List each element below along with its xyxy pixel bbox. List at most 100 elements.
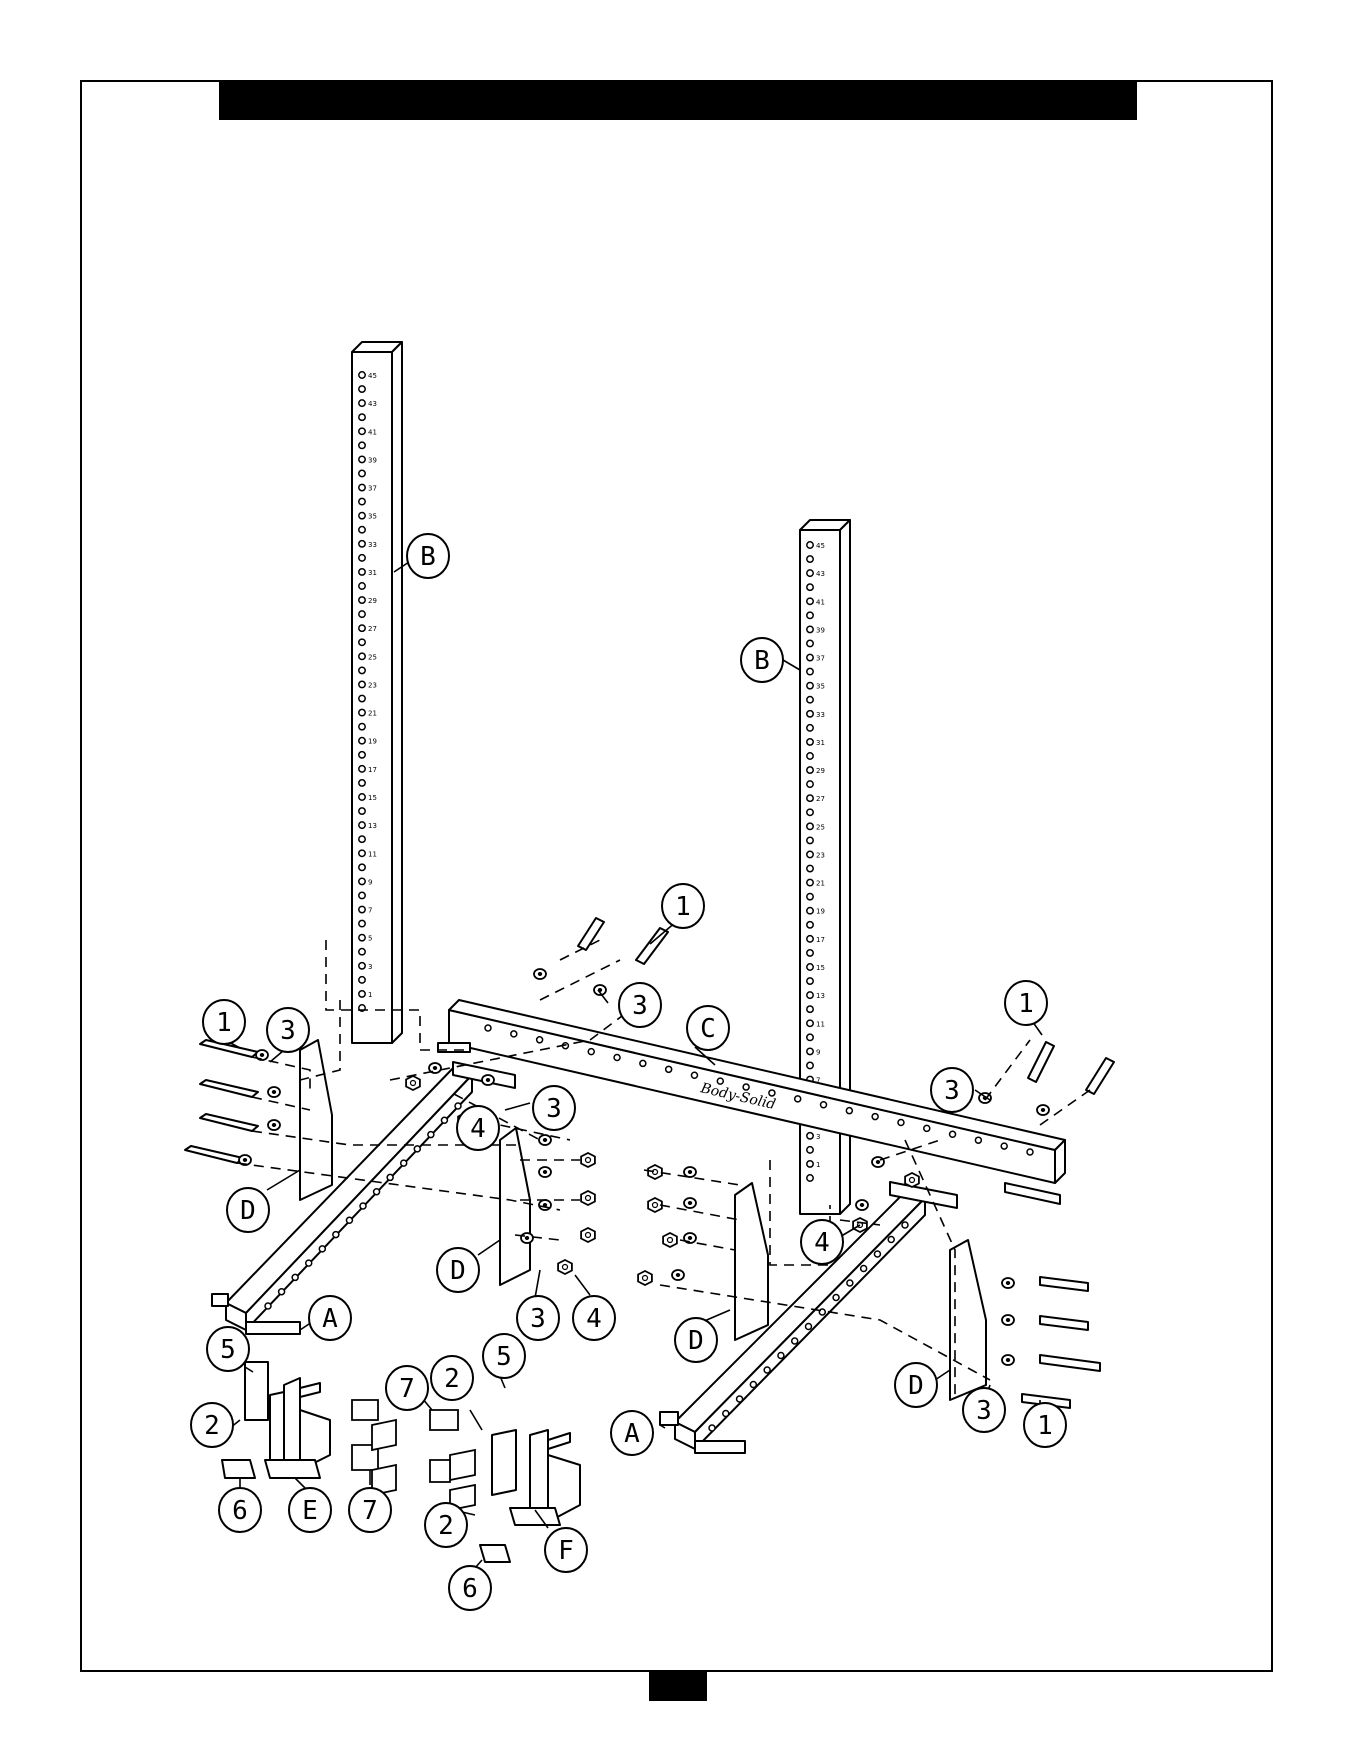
hole-number: 9: [816, 1048, 820, 1056]
callout-D-inner: D: [675, 1318, 717, 1362]
hole: [359, 794, 365, 800]
hole-number: 39: [368, 456, 377, 464]
hole-number: 35: [816, 683, 825, 691]
hole: [807, 1062, 813, 1068]
base-right-A: [660, 1182, 957, 1453]
callout-1-bottom: 1: [1024, 1403, 1066, 1447]
hole-number: 3: [368, 963, 372, 971]
hole: [359, 949, 365, 955]
hole: [807, 964, 813, 970]
hole-number: 33: [368, 541, 377, 549]
callout-5-left: 5: [207, 1327, 249, 1371]
hole: [359, 892, 365, 898]
washer: [268, 1120, 280, 1130]
hole-number: 7: [368, 907, 372, 915]
callout-A-left: A: [309, 1296, 351, 1340]
hole: [1027, 1149, 1033, 1155]
callout-D-left: D: [227, 1188, 269, 1232]
hole: [898, 1119, 904, 1125]
hole: [374, 1189, 380, 1195]
washer: [1037, 1105, 1049, 1115]
callout-text: 7: [399, 1374, 415, 1404]
hole: [691, 1072, 697, 1078]
hole: [359, 780, 365, 786]
callout-text: D: [908, 1371, 924, 1401]
hole: [401, 1160, 407, 1166]
hole: [292, 1274, 298, 1280]
hole-number: 5: [368, 935, 372, 943]
callout-text: 3: [976, 1396, 992, 1426]
callout-text: 3: [546, 1094, 562, 1124]
callout-text: 1: [675, 892, 691, 922]
hole-number: 3: [816, 1133, 820, 1141]
callout-2-left: 2: [191, 1403, 233, 1447]
hole: [359, 738, 365, 744]
hole-number: 21: [368, 710, 377, 718]
hole: [359, 527, 365, 533]
hole-number: 21: [816, 880, 825, 888]
hole-number: 25: [816, 823, 825, 831]
hole: [846, 1108, 852, 1114]
hole: [807, 1161, 813, 1167]
callout-6-right: 6: [449, 1566, 491, 1610]
hole-number: 29: [816, 767, 825, 775]
hole: [359, 442, 365, 448]
hole: [265, 1303, 271, 1309]
hole: [807, 668, 813, 674]
hole-number: 1: [368, 991, 372, 999]
callout-text: F: [558, 1536, 574, 1566]
washer: [534, 969, 546, 979]
callout-B-left: B: [407, 534, 449, 578]
callout-1-right: 1: [1005, 981, 1047, 1025]
callout-4-lower: 4: [573, 1296, 615, 1340]
hole: [359, 428, 365, 434]
callout-text: 2: [444, 1364, 460, 1394]
washer: [856, 1200, 868, 1210]
callout-text: D: [688, 1326, 704, 1356]
hole: [807, 1147, 813, 1153]
callout-text: 5: [496, 1342, 512, 1372]
hole: [359, 977, 365, 983]
callout-D-outer: D: [895, 1363, 937, 1407]
hole-number: 13: [368, 822, 377, 830]
callout-3-right: 3: [931, 1068, 973, 1112]
hole: [807, 1133, 813, 1139]
hole: [778, 1353, 784, 1359]
hole: [807, 781, 813, 787]
hole: [807, 542, 813, 548]
callout-4-mid: 4: [457, 1106, 499, 1150]
hole: [924, 1125, 930, 1131]
hole: [807, 739, 813, 745]
hex-nut: [406, 1076, 420, 1090]
hole: [807, 978, 813, 984]
hole-number: 25: [368, 653, 377, 661]
hole-number: 29: [368, 597, 377, 605]
washer: [268, 1087, 280, 1097]
hole: [750, 1382, 756, 1388]
callout-C: C: [687, 1006, 729, 1050]
hole: [795, 1096, 801, 1102]
hex-nut: [638, 1271, 652, 1285]
hole: [511, 1031, 517, 1037]
callout-2-mid: 2: [431, 1356, 473, 1400]
hole-number: 19: [816, 908, 825, 916]
hole: [861, 1266, 867, 1272]
callout-4-right: 4: [801, 1220, 843, 1264]
hole: [359, 400, 365, 406]
hole: [359, 611, 365, 617]
callout-text: 6: [232, 1496, 248, 1526]
hole: [359, 709, 365, 715]
hole: [359, 583, 365, 589]
hole: [359, 920, 365, 926]
hole: [306, 1260, 312, 1266]
hole: [346, 1217, 352, 1223]
callout-E: E: [289, 1488, 331, 1532]
washer: [482, 1075, 494, 1085]
hole: [441, 1117, 447, 1123]
hole: [359, 512, 365, 518]
callout-text: 5: [220, 1335, 236, 1365]
callout-1-top: 1: [662, 884, 704, 928]
hole: [807, 837, 813, 843]
callout-text: 7: [362, 1496, 378, 1526]
